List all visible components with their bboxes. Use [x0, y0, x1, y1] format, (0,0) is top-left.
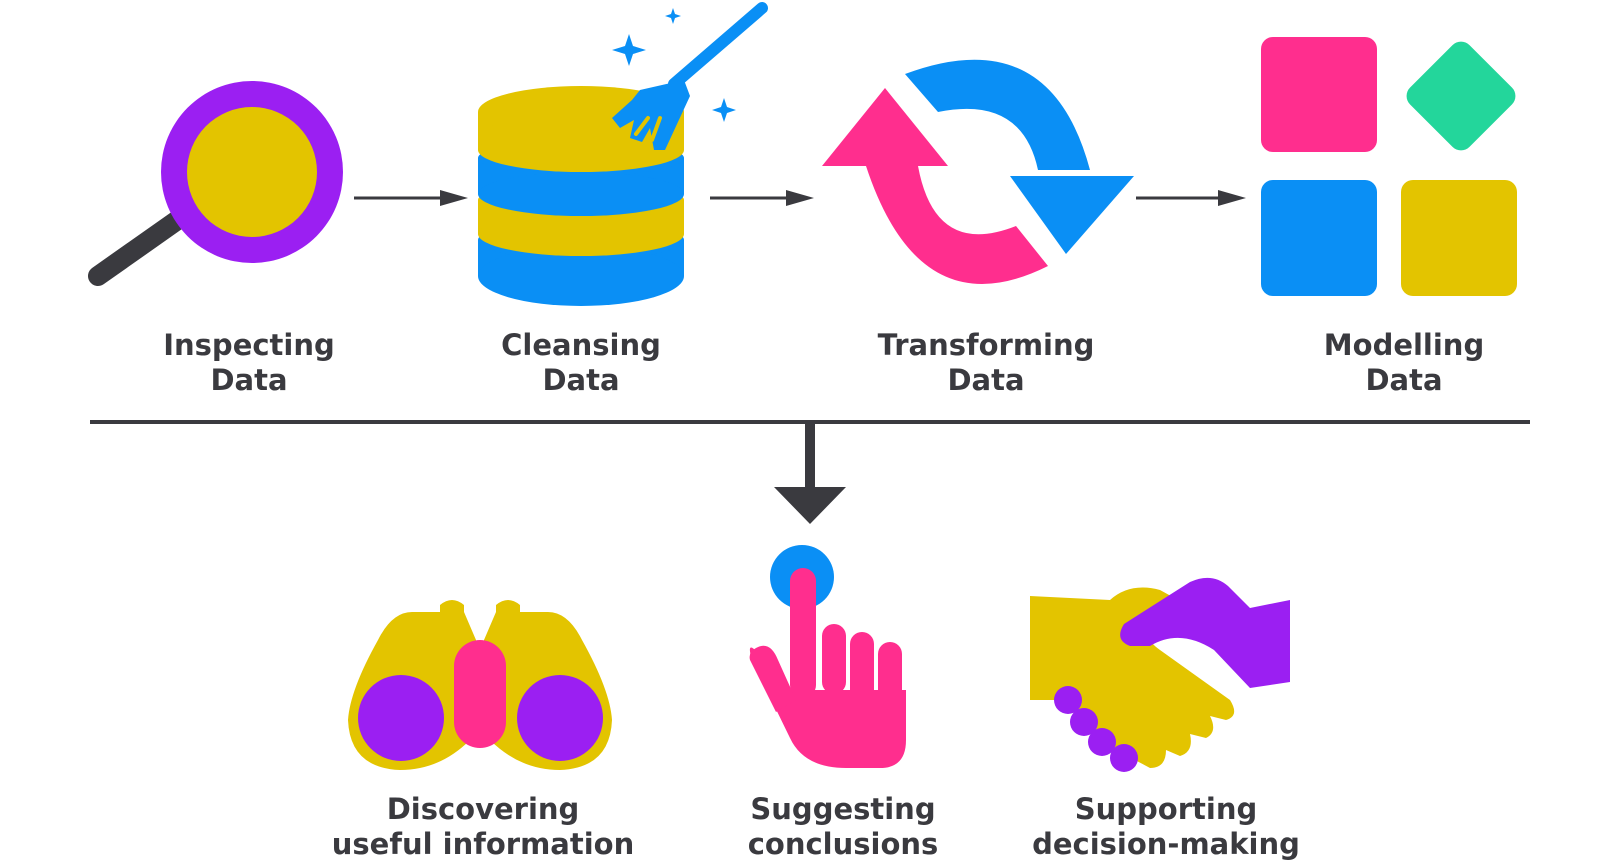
- step-label-line2: Data: [210, 363, 288, 397]
- outcome-label-line1: Suggesting: [750, 792, 936, 826]
- outcome-label-suggesting: Suggesting conclusions: [748, 792, 939, 862]
- magnifier-icon: [88, 81, 343, 286]
- step-label-line1: Cleansing: [501, 328, 661, 362]
- step-label-line1: Inspecting: [163, 328, 335, 362]
- outcome-label-line2: useful information: [331, 827, 635, 861]
- step-label-inspecting: Inspecting Data: [163, 328, 335, 398]
- outcome-label-line1: Discovering: [386, 792, 580, 826]
- step-label-modelling: Modelling Data: [1324, 328, 1484, 398]
- step-label-line2: Data: [542, 363, 620, 397]
- outcome-label-supporting: Supporting decision-making: [1032, 792, 1300, 862]
- flow-arrow-2: [710, 190, 814, 206]
- outcome-label-line2: conclusions: [747, 827, 939, 861]
- flow-arrow-3: [1136, 190, 1246, 206]
- step-label-transforming: Transforming Data: [878, 328, 1095, 398]
- step-label-line1: Modelling: [1323, 328, 1485, 362]
- flow-arrow-1: [354, 190, 468, 206]
- handshake-icon: [1030, 577, 1290, 772]
- outcome-label-line2: decision-making: [1032, 827, 1300, 861]
- step-label-cleansing: Cleansing Data: [501, 328, 661, 398]
- step-label-line1: Transforming: [877, 328, 1095, 362]
- refresh-cycle-icon: [822, 59, 1134, 284]
- outcome-label-discovering: Discovering useful information: [332, 792, 634, 862]
- pointing-hand-icon: [749, 545, 906, 768]
- down-arrow: [774, 422, 846, 524]
- step-label-line2: Data: [1365, 363, 1443, 397]
- binoculars-icon: [348, 600, 612, 770]
- shapes-grid-icon: [1261, 37, 1517, 296]
- outcome-label-line1: Supporting: [1074, 792, 1258, 826]
- step-label-line2: Data: [947, 363, 1025, 397]
- database-broom-icon: [478, 2, 768, 306]
